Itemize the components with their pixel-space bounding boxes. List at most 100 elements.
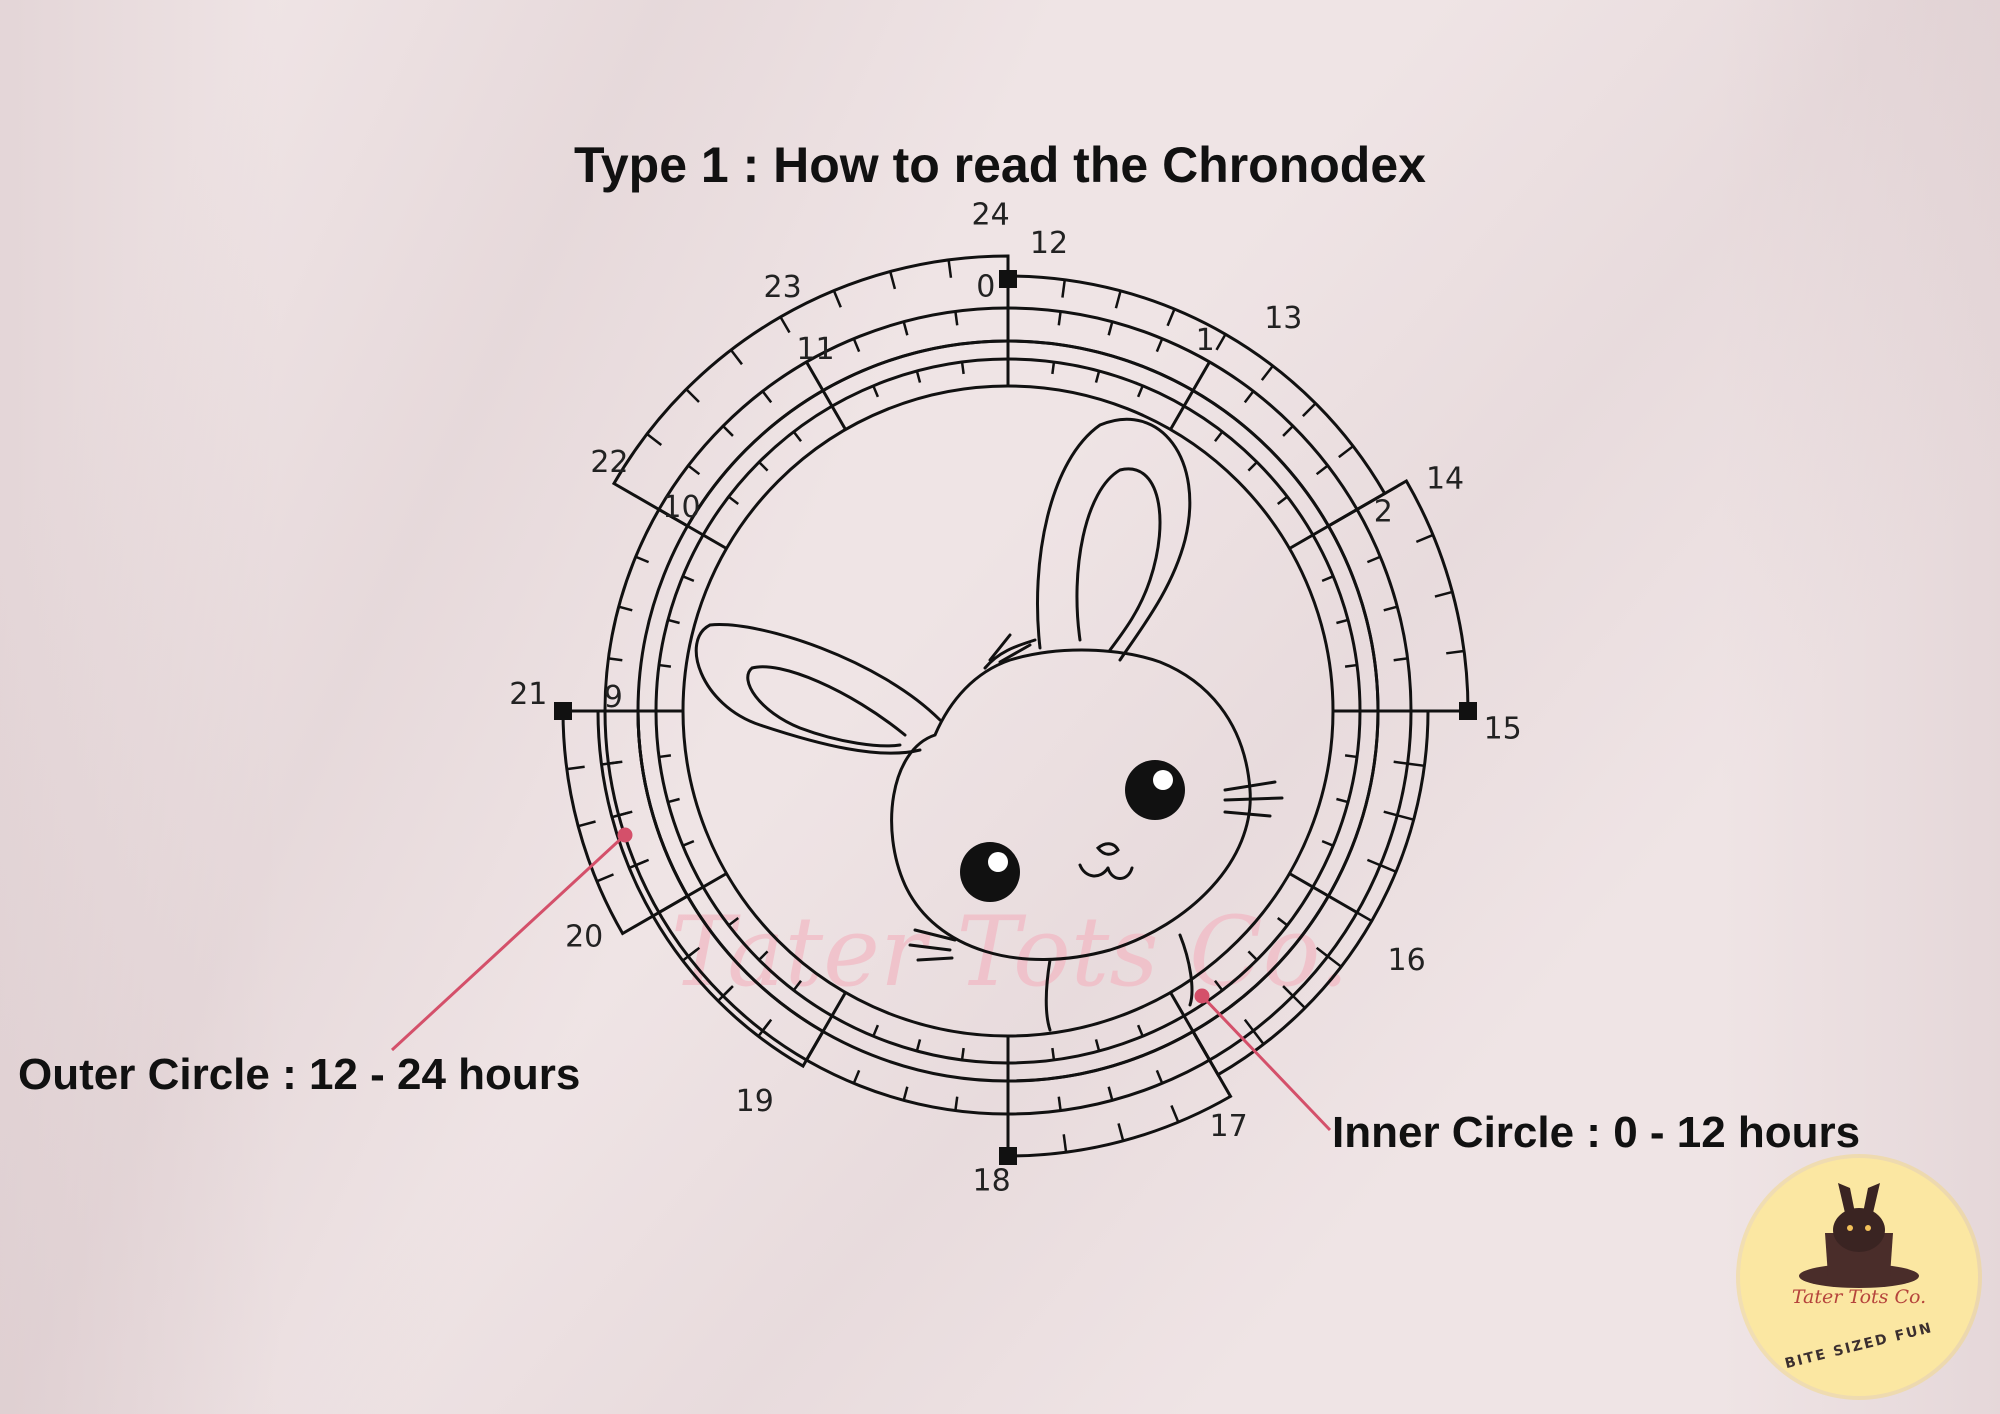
outer-ring-tick [608,762,622,764]
inner-hour-number: 9 [604,680,623,715]
outer-ring-tick [763,391,772,402]
outer-hour-number: 16 [1387,943,1425,978]
outer-ring-tick [1059,1097,1061,1111]
outer-ring-tick [955,1097,957,1111]
hour-block-tick [949,260,951,278]
outer-ring-tick [619,607,633,611]
hour-block-tick [1416,535,1433,542]
outer-ring-tick [1394,762,1408,764]
inner-ring-tick [1322,576,1333,581]
inner-ring-tick [1215,432,1222,442]
bunny-left-ear-inner [748,667,905,746]
outer-hour-number: 18 [973,1164,1011,1199]
outer-hour-number: 21 [509,677,547,712]
brand-logo: Tater Tots Co. BITE SIZED FUN [1740,1158,1978,1396]
hour-block-tick [1435,592,1452,597]
hour-block-tick [1379,865,1396,872]
inner-ring-tick [683,576,694,581]
outer-circle-label: Outer Circle : 12 - 24 hours [18,1050,580,1100]
outer-ring-tick [1245,391,1254,402]
outer-ring-tick [904,322,908,336]
outer-hour-number: 17 [1210,1109,1248,1144]
hour-block-tick [1062,280,1064,298]
hour-block-tick [1119,1123,1124,1140]
outer-ring-tick [1367,860,1380,865]
bunny-left-eye [960,842,1020,902]
inner-ring-tick [1336,620,1348,623]
hour-block-tick [1303,403,1316,416]
inner-ring-tick [659,665,671,667]
outer-ring-tick [854,339,859,352]
inner-ring-tick [1322,841,1333,846]
inner-ring-tick [1096,371,1099,383]
outer-ring-tick [854,1070,859,1083]
hour-block-20-21 [563,711,688,934]
bunny-right-whiskers [1225,782,1282,816]
outer-ring-tick [1283,426,1293,436]
outer-ring-tick [723,426,733,436]
hour-marker [1459,702,1477,720]
inner-ring-tick [873,1025,878,1036]
hour-block-tick [1217,334,1226,350]
hour-marker [554,702,572,720]
outer-hour-number: 13 [1264,301,1302,336]
outer-ring-tick [763,1020,772,1031]
inner-ring-tick [1052,362,1054,374]
hour-block-tick [890,272,895,289]
inner-circle-label: Inner Circle : 0 - 12 hours [1332,1108,1860,1158]
hour-block-tick [1339,446,1353,457]
outer-ring-tick [955,311,957,325]
inner-hour-number: 10 [662,490,700,525]
hour-block-12-13 [1008,276,1385,526]
inner-ring-tick [1052,1048,1054,1060]
outer-hour-number: 12 [1030,226,1068,261]
inner-ring-tick [962,1048,964,1060]
hour-block-tick [647,434,661,445]
hour-block-tick [686,389,699,402]
inner-ring-tick [1345,665,1357,667]
inner-ring-tick [873,386,878,397]
inner-ring-tick [1278,497,1288,504]
bunny-right-ear-inner [1077,469,1160,650]
inner-ring-tick [1138,1025,1143,1036]
hour-block-tick [1171,1105,1178,1122]
hour-block-tick [1446,651,1464,653]
outer-ring-tick [1367,557,1380,562]
hour-block-tick [1396,815,1413,820]
outer-ring-tick [1394,658,1408,660]
inner-ring-tick [794,432,801,442]
outer-ring-tick [1245,1020,1254,1031]
inner-ring-tick [1336,799,1348,802]
dial-segments [554,256,1477,1165]
bunny-mouth [1080,865,1132,879]
hour-marker [999,270,1017,288]
outer-ring-tick [1384,607,1398,611]
outer-ring-tick [608,658,622,660]
hour-marker [999,1147,1017,1165]
bunny-eyes [960,760,1185,902]
inner-ring-tick [1345,755,1357,757]
hour-block-tick [1168,309,1175,326]
inner-ring-tick [668,620,680,623]
inner-ring-tick [659,755,671,757]
inner-ring-tick [917,1039,920,1051]
inner-hour-number: 1 [1196,323,1215,358]
inner-hour-number: 2 [1374,494,1393,529]
outer-ring-tick [688,466,699,475]
hour-block-tick [1262,366,1273,380]
inner-hour-number: 11 [796,332,834,367]
outer-ring-tick [1109,322,1113,336]
outer-ring-tick [636,860,649,865]
inner-ring-tick [683,841,694,846]
inner-ring-tick [962,362,964,374]
inner-ring-tick [759,462,767,470]
hour-block-17-18 [1008,1031,1231,1156]
bunny-nose [1098,844,1118,855]
outer-pointer-dot [619,829,631,841]
outer-ring-tick [619,812,633,816]
hour-block-tick [578,822,595,827]
inner-ring-tick [917,371,920,383]
hour-block-19-20 [598,711,823,1066]
outer-ring-tick [1157,339,1162,352]
